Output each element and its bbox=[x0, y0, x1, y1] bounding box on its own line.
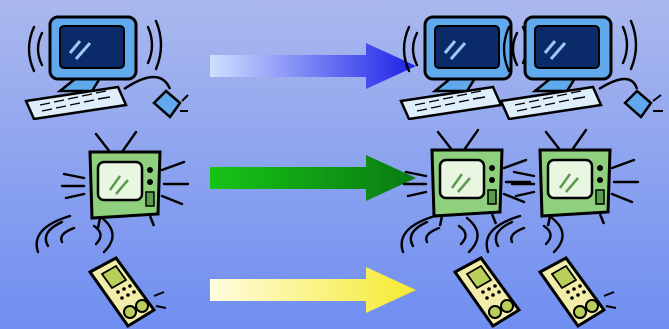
tv-icon bbox=[60, 130, 190, 229]
tv-icon bbox=[510, 128, 640, 227]
arrow-right-icon bbox=[210, 43, 416, 89]
phone-icon bbox=[485, 214, 617, 329]
computer-icon bbox=[24, 15, 189, 120]
arrow-right-icon bbox=[210, 267, 416, 313]
phone-icon bbox=[35, 214, 167, 329]
computer-icon bbox=[499, 15, 663, 120]
tv-icon bbox=[402, 128, 532, 227]
phone-icon bbox=[400, 214, 522, 329]
arrow-right-icon bbox=[210, 155, 416, 201]
computer-icon bbox=[399, 15, 538, 120]
